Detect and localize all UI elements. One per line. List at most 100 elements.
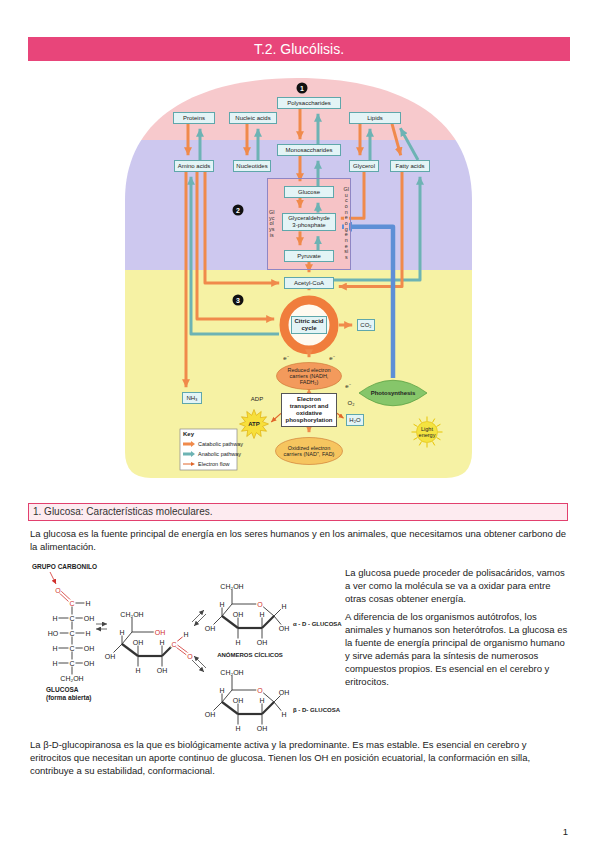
atom-label: OH: [278, 689, 291, 696]
atom-label: OH: [232, 697, 245, 704]
pathway-arrow: [308, 289, 311, 290]
section-heading: 1. Glucosa: Características moleculares.: [28, 503, 568, 521]
pathway-arrow: [187, 124, 190, 155]
node-label: Amino acids: [177, 163, 211, 170]
process-box: Pyruvate: [284, 250, 334, 262]
atom-label: OH: [204, 625, 217, 632]
node-label: Glucose: [287, 189, 331, 196]
electron-label: e⁻: [283, 355, 288, 362]
bond-line: [262, 702, 274, 714]
legend-entry: Catabolic pathway: [183, 439, 243, 449]
pathway-arrow: [246, 124, 249, 155]
energy-starburst: ATP: [239, 409, 269, 439]
diagram-ground: [120, 70, 480, 485]
node-label: Proteins: [176, 115, 212, 122]
legend-swatch: [183, 441, 195, 447]
atom-label: H: [218, 687, 225, 694]
annotation: ANÓMEROS CÍCLICOS: [217, 652, 283, 659]
atom-label: H: [218, 601, 225, 608]
atom-label: OH: [232, 611, 245, 618]
atom-label: H: [258, 611, 265, 618]
atom-label: H: [134, 667, 141, 674]
process-box: Lipids: [349, 112, 401, 124]
process-box: Nucleotides: [233, 160, 271, 172]
legend-entry: Electron flow: [183, 459, 243, 469]
node-label: Lipids: [352, 115, 398, 122]
reaction-arrows: [50, 572, 206, 672]
atom-label: H: [51, 660, 58, 667]
body-text: La glucosa puede proceder de polisacárid…: [345, 566, 568, 605]
node-label: Nucleic acids: [232, 115, 274, 122]
atom-label: H: [234, 639, 241, 646]
key-title: Key: [183, 431, 194, 438]
pathway-arrow: [317, 114, 320, 144]
electron-flow-arrow: [271, 413, 281, 422]
process-box: Polysaccharides: [277, 97, 341, 109]
process-box: Glucose: [284, 186, 334, 198]
leaf-shape: Photosynthesis: [357, 378, 429, 408]
process-box: Amino acids: [174, 160, 214, 172]
bond-line: [122, 644, 138, 656]
atom-label: OH: [83, 615, 96, 622]
process-box: Glycerol: [349, 160, 379, 172]
atom-label: OH: [132, 639, 145, 646]
sun-symbol: Light energy: [411, 416, 443, 448]
atom-label: H: [51, 645, 58, 652]
node-label: ATP: [248, 421, 260, 428]
node-label: 1. Glucosa: Características moleculares.: [33, 506, 213, 518]
legend-entry: Anabolic pathway: [183, 449, 243, 459]
body-text: La β-D-glucopiranosa es la que es biológ…: [30, 738, 568, 777]
process-box: Glyceraldehyde 3-phosphate: [282, 213, 336, 232]
atom-label: OH: [83, 660, 96, 667]
node-label: Oxidized electron carriers (NAD⁺, FAD): [282, 445, 336, 458]
pathway-arrow: [317, 236, 320, 250]
pathway-arrow: [308, 262, 311, 272]
pathway-arrow: [359, 124, 362, 155]
process-box: Fatty acids: [390, 160, 430, 172]
atom-label: C: [68, 600, 75, 607]
pathway-name: Glycolysis: [269, 210, 274, 238]
electron-label: e⁻: [345, 383, 350, 390]
atom-label: O: [256, 601, 263, 608]
atom-label: OH: [278, 625, 291, 632]
pathway-arrow: [342, 227, 393, 378]
process-box: NH₃: [182, 392, 202, 404]
callout-number: 2: [233, 205, 244, 216]
bond-line: [238, 713, 262, 715]
molecule-name: β - D- GLUCOSA: [293, 707, 340, 714]
process-box: Acetyl-CoA: [284, 277, 334, 289]
legend-line-sample: [183, 461, 195, 467]
atom-label: OH: [256, 725, 269, 732]
node-label: Reduced electron carriers (NADH, FADH₂): [283, 367, 336, 386]
node-label: H₂O: [349, 417, 361, 424]
node-label: Fatty acids: [393, 163, 427, 170]
atom-label: H: [84, 630, 91, 637]
process-box: Electron transport and oxidative phospho…: [281, 393, 337, 427]
pathway-name: Gluconeogenesis: [344, 187, 349, 261]
atom-label: OH: [256, 639, 269, 646]
legend-text: Catabolic pathway: [198, 441, 243, 447]
cycle-circle: Citric acid cycle: [279, 295, 339, 355]
page-title: T.2. Glucólisis.: [254, 41, 344, 57]
node-label: Light energy: [413, 426, 442, 439]
atom-label: H: [118, 629, 125, 636]
atom-label: CH₂OH: [59, 675, 84, 682]
legend-text: Anabolic pathway: [198, 451, 241, 457]
atom-label: H: [234, 725, 241, 732]
atom-label: C: [68, 630, 75, 637]
atom-label: OH: [83, 645, 96, 652]
atom-label: CH₂OH: [119, 611, 144, 618]
atom-label: C: [68, 615, 75, 622]
pathway-arrow: [317, 203, 320, 213]
process-box: H₂O: [346, 414, 364, 426]
atom-label: OH: [154, 629, 167, 636]
molecule-name: α - D - GLUCOSA: [293, 621, 342, 628]
bond-line: [222, 616, 238, 628]
node-label: Photosynthesis: [371, 390, 416, 397]
atom-label: H: [280, 603, 287, 610]
molecule-label: O₂: [348, 400, 355, 407]
pathway-arrow: [400, 128, 418, 160]
carrier-ellipse: Reduced electron carriers (NADH, FADH₂): [276, 362, 342, 390]
callout-number: 3: [233, 295, 244, 306]
